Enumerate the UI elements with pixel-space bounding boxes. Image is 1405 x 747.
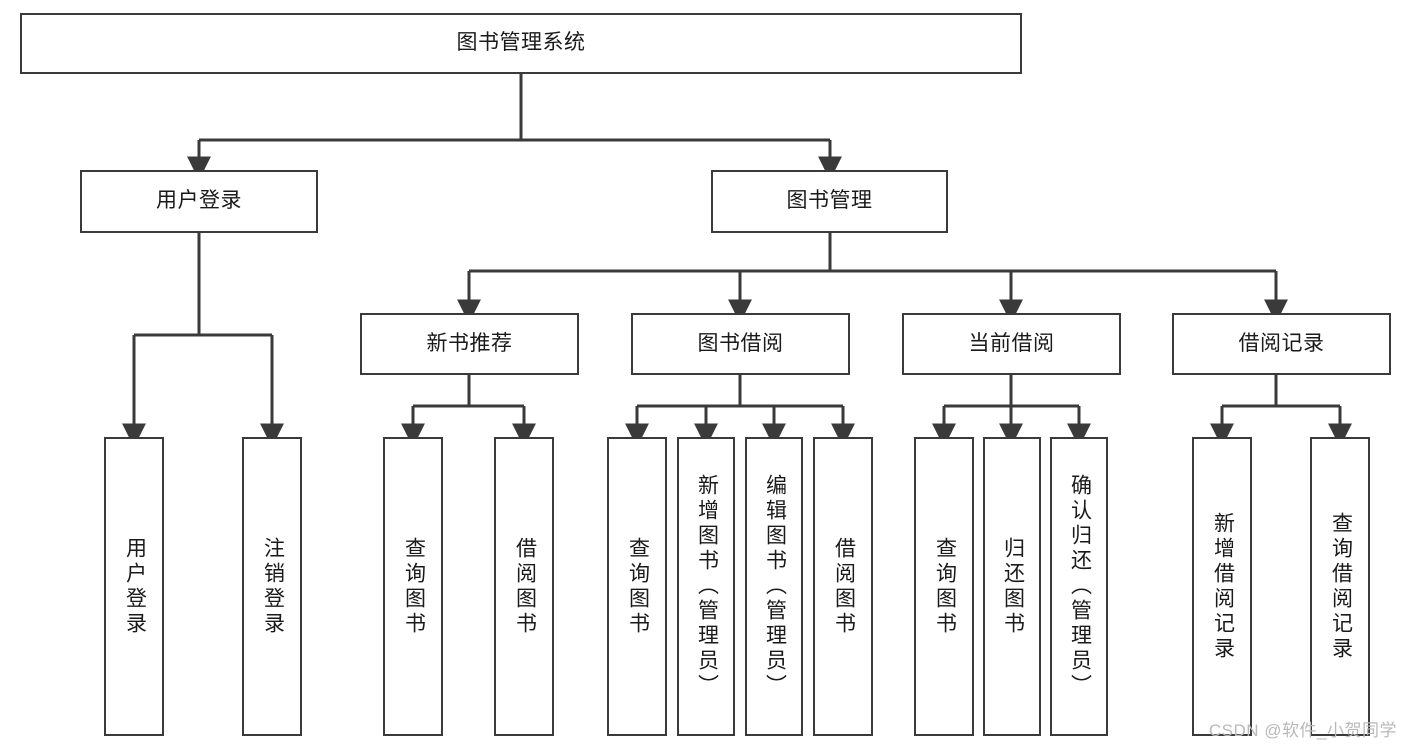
leaf-current-borrow-confirm[interactable]: 确认归还（管理员） bbox=[1050, 437, 1108, 736]
leaf-book-borrow-query[interactable]: 查询图书 bbox=[607, 437, 667, 736]
leaf-new-book-query[interactable]: 查询图书 bbox=[383, 437, 443, 736]
leaf-user-login-logout[interactable]: 注销登录 bbox=[242, 437, 302, 736]
leaf-book-borrow-edit-label: 编辑图书（管理员） bbox=[763, 474, 787, 699]
leaf-borrow-records-add-label: 新增借阅记录 bbox=[1211, 511, 1235, 662]
leaf-current-borrow-query[interactable]: 查询图书 bbox=[914, 437, 974, 736]
node-book-borrow-label: 图书借阅 bbox=[697, 331, 784, 355]
leaf-book-borrow-add[interactable]: 新增图书（管理员） bbox=[677, 437, 735, 736]
leaf-borrow-records-query-label: 查询借阅记录 bbox=[1329, 511, 1353, 662]
leaf-new-book-query-label: 查询图书 bbox=[402, 536, 426, 637]
node-book-borrow[interactable]: 图书借阅 bbox=[631, 313, 850, 375]
node-new-book-recommend[interactable]: 新书推荐 bbox=[360, 313, 579, 375]
node-new-book-recommend-label: 新书推荐 bbox=[426, 331, 513, 355]
leaf-current-borrow-return[interactable]: 归还图书 bbox=[983, 437, 1041, 736]
leaf-book-borrow-edit[interactable]: 编辑图书（管理员） bbox=[745, 437, 803, 736]
leaf-borrow-records-add[interactable]: 新增借阅记录 bbox=[1192, 437, 1252, 736]
node-book-management-label: 图书管理 bbox=[786, 189, 873, 213]
node-user-login-label: 用户登录 bbox=[156, 189, 242, 213]
leaf-borrow-records-query[interactable]: 查询借阅记录 bbox=[1310, 437, 1370, 736]
leaf-user-login-logout-label: 注销登录 bbox=[261, 536, 285, 637]
node-current-borrow[interactable]: 当前借阅 bbox=[902, 313, 1121, 375]
leaf-new-book-borrow[interactable]: 借阅图书 bbox=[494, 437, 554, 736]
leaf-user-login-login[interactable]: 用户登录 bbox=[104, 437, 164, 736]
node-borrow-records-label: 借阅记录 bbox=[1238, 331, 1325, 355]
node-user-login[interactable]: 用户登录 bbox=[80, 170, 318, 233]
node-current-borrow-label: 当前借阅 bbox=[968, 331, 1055, 355]
node-book-management[interactable]: 图书管理 bbox=[711, 170, 948, 233]
leaf-book-borrow-query-label: 查询图书 bbox=[626, 536, 650, 637]
node-root-label: 图书管理系统 bbox=[456, 31, 586, 55]
leaf-user-login-login-label: 用户登录 bbox=[123, 536, 147, 637]
leaf-book-borrow-borrow-label: 借阅图书 bbox=[832, 536, 856, 637]
leaf-current-borrow-return-label: 归还图书 bbox=[1001, 536, 1025, 637]
node-root[interactable]: 图书管理系统 bbox=[20, 13, 1022, 74]
leaf-current-borrow-query-label: 查询图书 bbox=[933, 536, 957, 637]
leaf-book-borrow-borrow[interactable]: 借阅图书 bbox=[813, 437, 873, 736]
leaf-new-book-borrow-label: 借阅图书 bbox=[513, 536, 537, 637]
leaf-book-borrow-add-label: 新增图书（管理员） bbox=[695, 474, 719, 699]
leaf-current-borrow-confirm-label: 确认归还（管理员） bbox=[1068, 474, 1092, 699]
node-borrow-records[interactable]: 借阅记录 bbox=[1172, 313, 1391, 375]
